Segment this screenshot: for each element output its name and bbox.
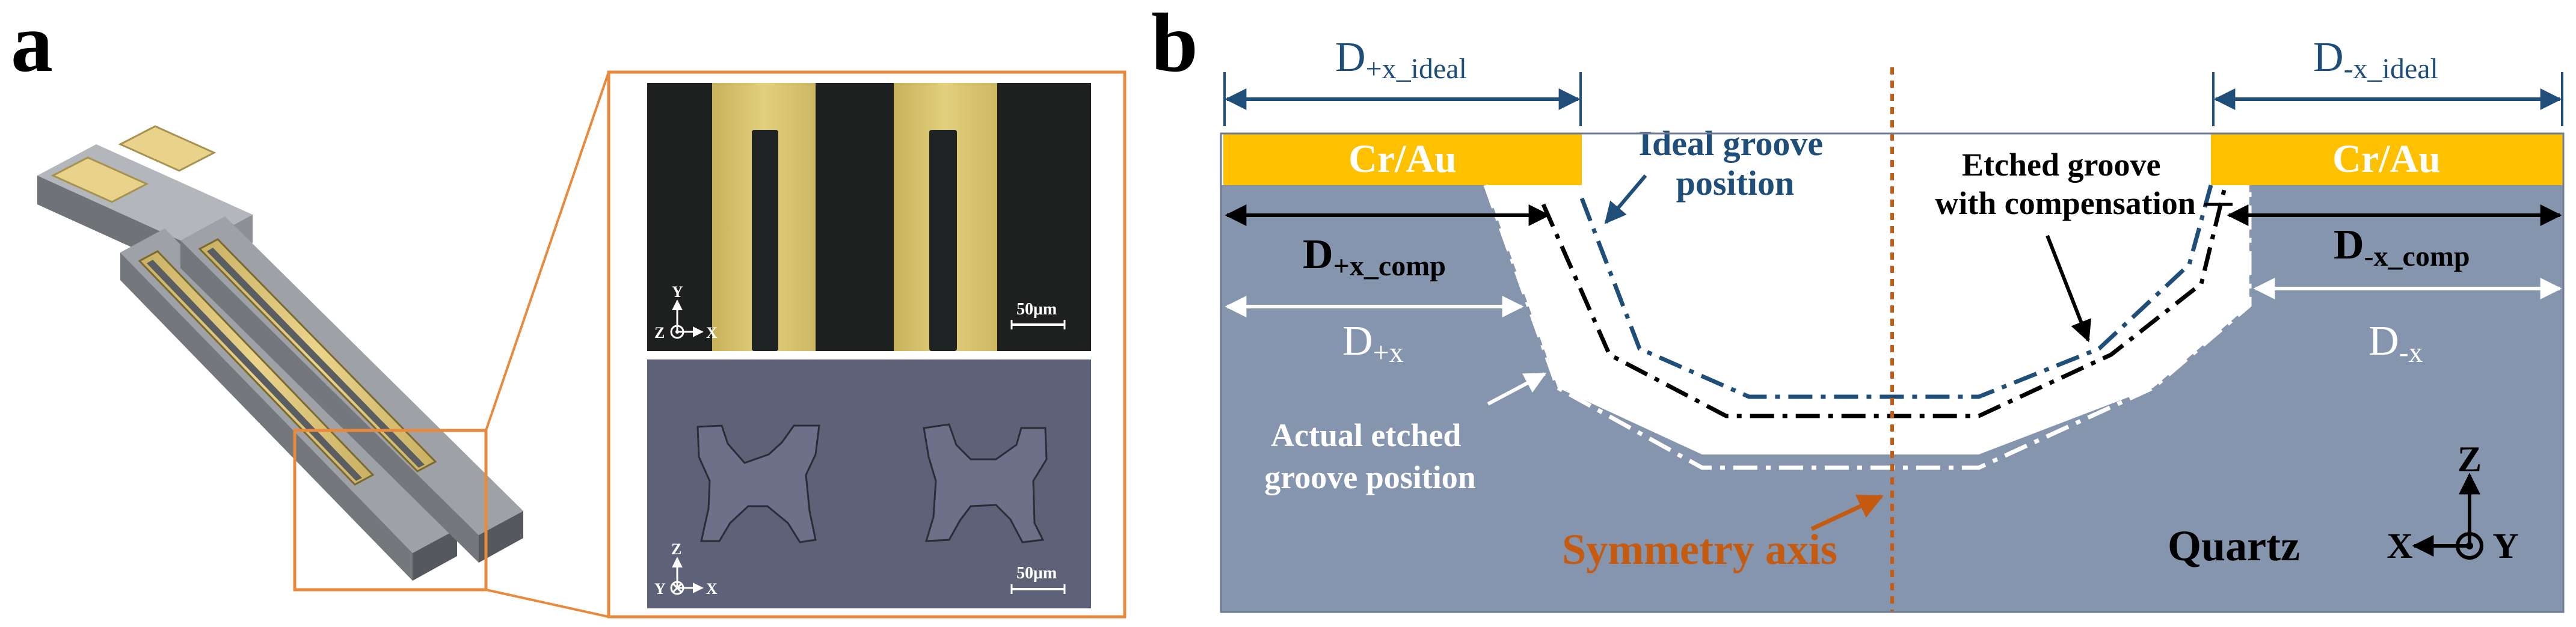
panel-b-axis-y: Y [2492, 526, 2518, 566]
micrograph-frame [607, 70, 1127, 619]
top-axis-x-label: X [706, 324, 718, 341]
micrograph-bottom: 50μm Z Y X [647, 359, 1091, 608]
quartz-label: Quartz [2168, 522, 2300, 570]
panel-b-axis-x: X [2387, 526, 2412, 566]
actual-groove-arrow [1487, 372, 1547, 406]
ideal-groove-label: Ideal groove position [1638, 124, 1831, 203]
bottom-axis-y-label: Y [654, 580, 666, 598]
actual-groove-line [1483, 184, 2252, 470]
top-axis-z-label: Z [654, 324, 665, 341]
cr-au-right-label: Cr/Au [2332, 137, 2441, 181]
panel-b: b Cr/Au Cr/Au D+x_ideal D-x_ideal Ideal … [1151, 0, 2565, 613]
panel-a: a [11, 0, 1127, 619]
etched-compensation-label: Etched groove with compensation [1935, 147, 2196, 221]
top-scale-bar-label: 50μm [1016, 300, 1057, 319]
zoom-connector-bottom [485, 589, 609, 618]
bottom-scale-bar-label: 50μm [1016, 564, 1057, 583]
cr-au-electrode-right [2211, 133, 2563, 185]
panel-b-axis-z: Z [2458, 439, 2482, 479]
top-axis-triad: Y Z X [654, 283, 718, 341]
ideal-groove-line [1579, 185, 2213, 399]
micrograph-top: 50μm Y Z X [647, 83, 1091, 351]
etch-feature-right [923, 423, 1048, 543]
zoom-highlight-box [293, 429, 488, 592]
symmetry-axis-label: Symmetry axis [1562, 525, 1837, 573]
d-minus-comp-label: D-x_comp [2334, 222, 2470, 272]
top-axis-y-label: Y [672, 283, 683, 301]
quartz-body [1221, 185, 2563, 612]
zoom-connector-top [485, 72, 610, 431]
bottom-axis-x-label: X [706, 580, 718, 598]
panel-b-letter: b [1151, 0, 1198, 90]
bottom-axis-z-label: Z [671, 540, 681, 558]
d-plus-ideal-label: D+x_ideal [1335, 34, 1467, 85]
symmetry-axis-arrow [1810, 494, 1884, 531]
actual-groove-label: Actual etched groove position [1264, 417, 1476, 495]
panel-b-axis-triad: Z X Y [2387, 439, 2518, 566]
d-minus-ideal-label: D-x_ideal [2313, 34, 2438, 85]
ideal-groove-arrow [1604, 174, 1647, 224]
compensation-groove-line [1541, 185, 2228, 418]
panel-b-border [1220, 132, 2565, 613]
panel-a-letter: a [11, 0, 53, 90]
etch-feature-left [696, 424, 820, 543]
bottom-axis-triad: Z Y X [654, 540, 718, 598]
cr-au-electrode-left [1223, 133, 1582, 185]
cr-au-left-label: Cr/Au [1348, 137, 1457, 181]
tuning-fork-illustration [37, 125, 523, 581]
etched-compensation-arrow [2046, 234, 2091, 343]
